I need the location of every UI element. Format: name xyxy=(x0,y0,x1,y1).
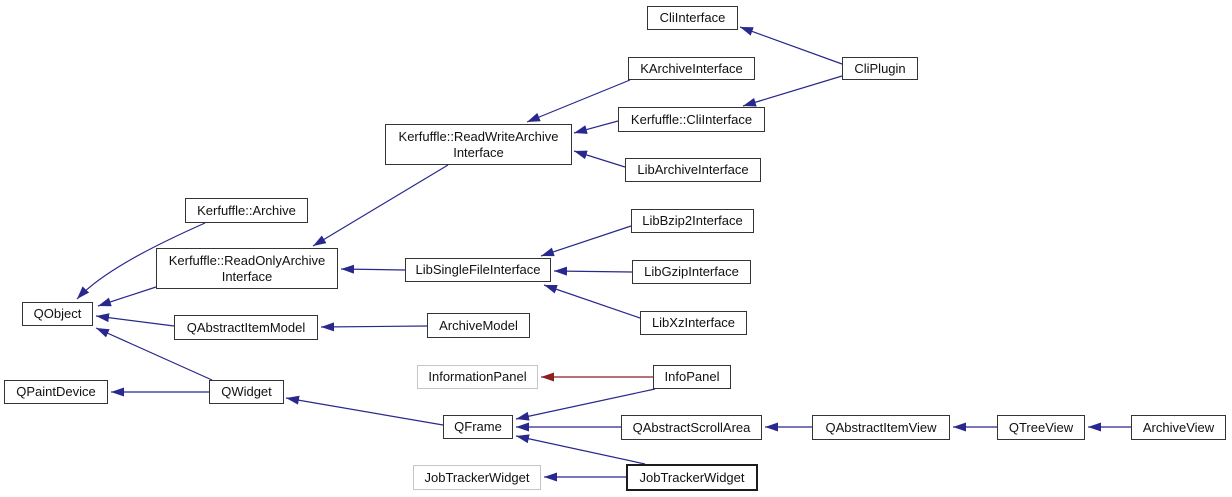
node-label-qpaint-device: QPaintDevice xyxy=(16,384,96,399)
node-label-qobject: QObject xyxy=(33,306,82,321)
node-label-lib-bzip2-interface: LibBzip2Interface xyxy=(642,213,743,228)
node-job-tracker-widget-base[interactable]: JobTrackerWidget xyxy=(413,465,541,490)
node-label-job-tracker-widget: JobTrackerWidget xyxy=(639,469,745,485)
edge-qframe-to-qwidget xyxy=(285,395,444,426)
node-archive-model[interactable]: ArchiveModel xyxy=(427,313,530,338)
edge-lib-gzip-interface-to-lib-single-file-interface xyxy=(553,266,633,276)
node-lib-xz-interface[interactable]: LibXzInterface xyxy=(640,311,747,335)
edge-info-panel-to-qframe xyxy=(515,388,656,421)
node-label-kerfuffle-read-write-archive-interface: Kerfuffle::ReadWriteArchive Interface xyxy=(398,128,559,160)
node-qframe[interactable]: QFrame xyxy=(443,415,513,439)
node-label-information-panel: InformationPanel xyxy=(428,369,527,384)
edge-lib-xz-interface-to-lib-single-file-interface xyxy=(543,284,641,319)
edge-lib-single-file-interface-to-kerfuffle-read-only-archive-interface xyxy=(340,264,406,274)
node-info-panel[interactable]: InfoPanel xyxy=(653,365,731,389)
node-label-qabstract-item-model: QAbstractItemModel xyxy=(186,319,306,335)
node-label-karchive-interface: KArchiveInterface xyxy=(640,60,743,76)
edge-cli-plugin-to-kerfuffle-cli-interface xyxy=(742,75,843,107)
node-cli-interface[interactable]: CliInterface xyxy=(647,6,738,30)
edge-kerfuffle-read-write-archive-interface-to-kerfuffle-read-only-archive-interface xyxy=(312,164,449,247)
edge-archive-model-to-qabstract-item-model xyxy=(320,322,428,332)
node-label-kerfuffle-read-only-archive-interface: Kerfuffle::ReadOnlyArchive Interface xyxy=(168,252,326,284)
edge-qabstract-item-model-to-qobject xyxy=(95,313,175,327)
node-label-archive-model: ArchiveModel xyxy=(439,317,518,333)
node-kerfuffle-read-write-archive-interface[interactable]: Kerfuffle::ReadWriteArchive Interface xyxy=(385,124,572,165)
node-label-cli-plugin: CliPlugin xyxy=(854,60,906,76)
node-label-qabstract-item-view: QAbstractItemView xyxy=(825,419,937,435)
edge-cli-plugin-to-cli-interface xyxy=(739,26,843,65)
node-job-tracker-widget[interactable]: JobTrackerWidget xyxy=(626,464,758,491)
node-qabstract-item-model[interactable]: QAbstractItemModel xyxy=(174,315,318,340)
node-label-archive-view: ArchiveView xyxy=(1142,419,1215,435)
node-qobject[interactable]: QObject xyxy=(22,302,93,326)
node-cli-plugin[interactable]: CliPlugin xyxy=(842,57,918,80)
node-label-kerfuffle-archive: Kerfuffle::Archive xyxy=(197,202,296,218)
node-information-panel[interactable]: InformationPanel xyxy=(417,365,538,389)
node-label-lib-xz-interface: LibXzInterface xyxy=(651,315,736,330)
node-label-lib-single-file-interface: LibSingleFileInterface xyxy=(415,262,541,277)
node-qabstract-item-view[interactable]: QAbstractItemView xyxy=(812,415,950,440)
edge-lib-bzip2-interface-to-lib-single-file-interface xyxy=(540,225,632,257)
edge-kerfuffle-archive-to-qobject xyxy=(76,222,206,300)
edge-kerfuffle-read-only-archive-interface-to-qobject xyxy=(97,286,157,307)
node-label-qframe: QFrame xyxy=(454,419,502,434)
edge-lib-archive-interface-to-kerfuffle-read-write-archive-interface xyxy=(573,150,626,168)
node-lib-single-file-interface[interactable]: LibSingleFileInterface xyxy=(405,258,551,282)
node-label-cli-interface: CliInterface xyxy=(659,10,726,25)
node-kerfuffle-read-only-archive-interface[interactable]: Kerfuffle::ReadOnlyArchive Interface xyxy=(156,248,338,289)
edge-karchive-interface-to-kerfuffle-read-write-archive-interface xyxy=(526,79,631,123)
node-qpaint-device[interactable]: QPaintDevice xyxy=(4,380,108,404)
node-label-lib-gzip-interface: LibGzipInterface xyxy=(644,264,739,279)
node-kerfuffle-archive[interactable]: Kerfuffle::Archive xyxy=(185,198,308,223)
node-label-info-panel: InfoPanel xyxy=(664,369,720,384)
node-qwidget[interactable]: QWidget xyxy=(209,380,284,404)
edge-job-tracker-widget-to-qframe xyxy=(515,434,646,465)
node-label-kerfuffle-cli-interface: Kerfuffle::CliInterface xyxy=(630,111,753,127)
node-lib-gzip-interface[interactable]: LibGzipInterface xyxy=(632,260,751,284)
edge-qwidget-to-qobject xyxy=(95,327,213,381)
node-label-qwidget: QWidget xyxy=(221,384,272,399)
node-label-lib-archive-interface: LibArchiveInterface xyxy=(637,162,749,177)
node-label-qtree-view: QTreeView xyxy=(1008,419,1074,435)
node-lib-archive-interface[interactable]: LibArchiveInterface xyxy=(625,158,761,182)
edge-kerfuffle-cli-interface-to-kerfuffle-read-write-archive-interface xyxy=(573,120,619,134)
node-karchive-interface[interactable]: KArchiveInterface xyxy=(628,57,755,80)
node-archive-view[interactable]: ArchiveView xyxy=(1131,415,1226,440)
node-qabstract-scroll-area[interactable]: QAbstractScrollArea xyxy=(621,415,762,440)
node-label-job-tracker-widget-base: JobTrackerWidget xyxy=(424,469,530,485)
node-label-qabstract-scroll-area: QAbstractScrollArea xyxy=(632,419,751,435)
node-lib-bzip2-interface[interactable]: LibBzip2Interface xyxy=(631,209,754,233)
node-kerfuffle-cli-interface[interactable]: Kerfuffle::CliInterface xyxy=(618,107,765,132)
node-qtree-view[interactable]: QTreeView xyxy=(997,415,1085,440)
